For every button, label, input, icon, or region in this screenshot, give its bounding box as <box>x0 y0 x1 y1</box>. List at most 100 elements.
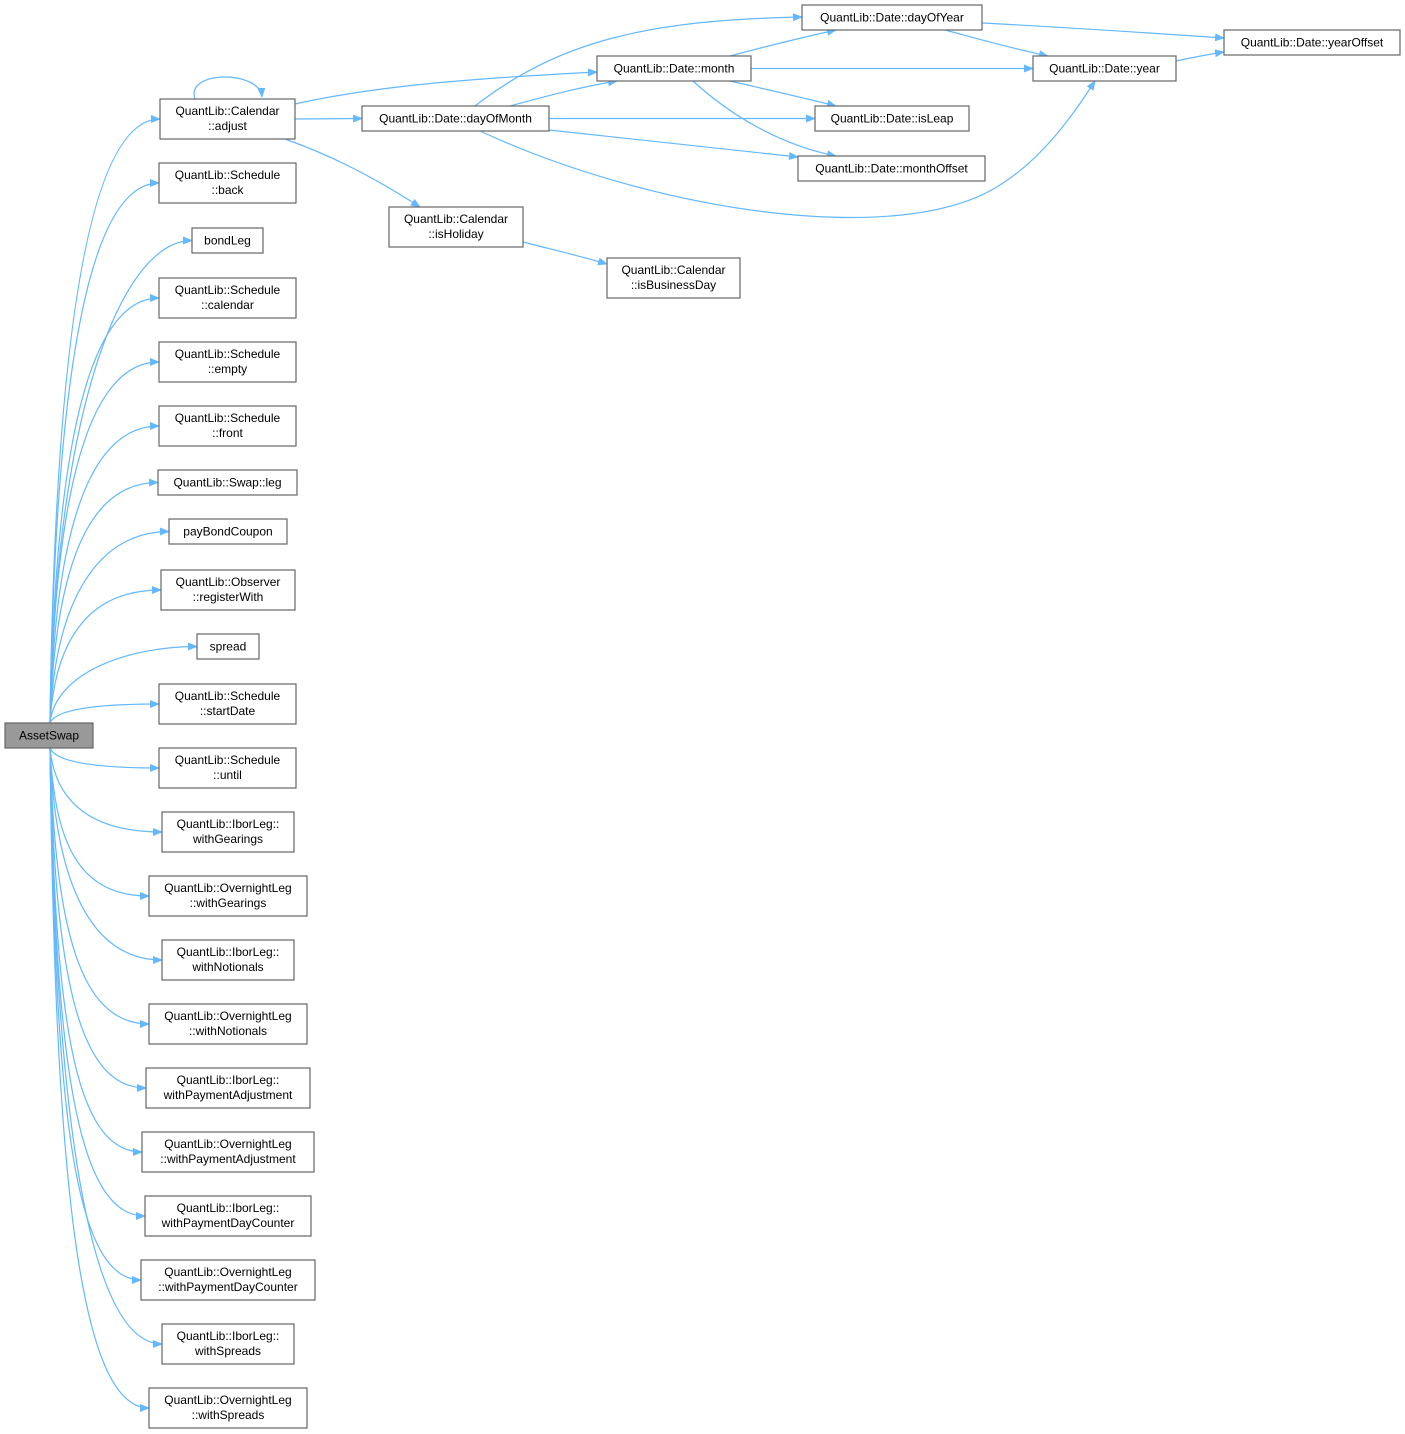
node-on-paydc[interactable]: QuantLib::OvernightLeg::withPaymentDayCo… <box>140 1259 316 1301</box>
node-box <box>158 747 297 789</box>
node-box <box>158 683 297 725</box>
node-ibor-spreads[interactable]: QuantLib::IborLeg::withSpreads <box>161 1323 295 1365</box>
node-label: QuantLib::Date::dayOfMonth <box>379 112 532 126</box>
call-edge-assetswap-to-on-paydc <box>49 747 142 1284</box>
node-box <box>161 1323 295 1365</box>
node-calendar[interactable]: QuantLib::Schedule::calendar <box>158 277 297 319</box>
node-adjust[interactable]: QuantLib::Calendar::adjust <box>159 98 296 140</box>
node-paybondcoupon[interactable]: payBondCoupon <box>168 518 288 545</box>
call-edge-adjust-to-dayofmonth <box>294 114 363 123</box>
node-back[interactable]: QuantLib::Schedule::back <box>158 162 297 204</box>
node-front[interactable]: QuantLib::Schedule::front <box>158 405 297 447</box>
node-registerwith[interactable]: QuantLib::Observer::registerWith <box>160 569 296 611</box>
node-label: QuantLib::OvernightLeg <box>164 881 291 895</box>
node-label: QuantLib::OvernightLeg <box>164 1393 291 1407</box>
node-box <box>596 55 752 82</box>
node-isbusinessday[interactable]: QuantLib::Calendar::isBusinessDay <box>606 257 741 299</box>
node-label: QuantLib::Date::year <box>1049 62 1160 76</box>
node-yearoffset[interactable]: QuantLib::Date::yearOffset <box>1223 29 1401 56</box>
node-box <box>388 206 524 248</box>
node-until[interactable]: QuantLib::Schedule::until <box>158 747 297 789</box>
call-edge-assetswap-to-until <box>49 747 160 772</box>
node-label: ::until <box>213 768 242 782</box>
node-label: QuantLib::Date::dayOfYear <box>820 11 964 25</box>
node-label: QuantLib::Schedule <box>175 168 281 182</box>
call-edge-adjust-to-isholiday <box>284 138 421 208</box>
node-box <box>158 341 297 383</box>
node-dayofmonth[interactable]: QuantLib::Date::dayOfMonth <box>361 105 550 132</box>
node-ibor-gearings[interactable]: QuantLib::IborLeg::withGearings <box>161 811 295 853</box>
call-edge-assetswap-to-adjust <box>49 115 161 724</box>
node-label: QuantLib::IborLeg:: <box>177 1329 280 1343</box>
call-edge-assetswap-to-ibor-gearings <box>49 747 163 836</box>
node-month[interactable]: QuantLib::Date::month <box>596 55 752 82</box>
node-isholiday[interactable]: QuantLib::Calendar::isHoliday <box>388 206 524 248</box>
node-monthoffset[interactable]: QuantLib::Date::monthOffset <box>797 155 986 182</box>
call-edge-assetswap-to-registerwith <box>49 586 162 724</box>
node-box <box>1032 55 1177 82</box>
node-label: withNotionals <box>191 960 263 974</box>
node-bondleg[interactable]: bondLeg <box>191 227 264 254</box>
node-label: ::front <box>212 426 243 440</box>
node-label: QuantLib::IborLeg:: <box>177 1073 280 1087</box>
node-box <box>1223 29 1401 56</box>
node-box <box>159 98 296 140</box>
node-label: ::calendar <box>201 298 254 312</box>
node-label: QuantLib::OvernightLeg <box>164 1137 291 1151</box>
node-label: ::isHoliday <box>428 227 483 241</box>
call-edge-assetswap-to-empty <box>49 358 160 724</box>
node-ibor-notionals[interactable]: QuantLib::IborLeg::withNotionals <box>161 939 295 981</box>
node-label: QuantLib::Calendar <box>621 263 725 277</box>
call-edge-assetswap-to-ibor-spreads <box>49 747 163 1348</box>
node-box <box>196 633 260 660</box>
node-dayofyear[interactable]: QuantLib::Date::dayOfYear <box>801 4 983 31</box>
call-edge-dayofmonth-to-dayofyear <box>474 13 803 107</box>
node-label: ::withGearings <box>190 896 267 910</box>
node-label: ::withSpreads <box>192 1408 265 1422</box>
node-on-notionals[interactable]: QuantLib::OvernightLeg::withNotionals <box>148 1003 308 1045</box>
node-label: QuantLib::Date::monthOffset <box>815 162 968 176</box>
node-box <box>4 722 94 749</box>
node-on-payadj[interactable]: QuantLib::OvernightLeg::withPaymentAdjus… <box>141 1131 315 1173</box>
node-leg[interactable]: QuantLib::Swap::leg <box>157 469 298 496</box>
node-box <box>148 875 308 917</box>
node-box <box>157 469 298 496</box>
node-label: QuantLib::Schedule <box>175 753 281 767</box>
node-on-gearings[interactable]: QuantLib::OvernightLeg::withGearings <box>148 875 308 917</box>
node-label: QuantLib::IborLeg:: <box>177 945 280 959</box>
call-edge-month-to-isleap <box>729 80 837 108</box>
node-assetswap[interactable]: AssetSwap <box>4 722 94 749</box>
call-edge-dayofyear-to-yearoffset <box>981 22 1225 42</box>
node-label: QuantLib::Calendar <box>175 104 279 118</box>
call-edge-dayofmonth-to-monthoffset <box>548 129 799 160</box>
node-on-spreads[interactable]: QuantLib::OvernightLeg::withSpreads <box>148 1387 308 1429</box>
node-spread[interactable]: spread <box>196 633 260 660</box>
node-isleap[interactable]: QuantLib::Date::isLeap <box>814 105 970 132</box>
node-label: ::registerWith <box>193 590 264 604</box>
call-edge-assetswap-to-on-spreads <box>49 747 150 1412</box>
node-label: withSpreads <box>194 1344 261 1358</box>
call-edge-assetswap-to-startdate <box>49 700 160 724</box>
node-label: QuantLib::IborLeg:: <box>177 1201 280 1215</box>
node-box <box>158 162 297 204</box>
node-box <box>801 4 983 31</box>
node-box <box>361 105 550 132</box>
call-edge-assetswap-to-ibor-notionals <box>49 747 163 964</box>
node-empty[interactable]: QuantLib::Schedule::empty <box>158 341 297 383</box>
node-year[interactable]: QuantLib::Date::year <box>1032 55 1177 82</box>
call-edge-assetswap-to-calendar <box>49 294 160 724</box>
node-ibor-paydc[interactable]: QuantLib::IborLeg::withPaymentDayCounter <box>144 1195 312 1237</box>
node-label: QuantLib::Schedule <box>175 411 281 425</box>
call-edge-dayofmonth-to-month <box>509 78 618 107</box>
node-startdate[interactable]: QuantLib::Schedule::startDate <box>158 683 297 725</box>
node-label: QuantLib::Calendar <box>404 212 508 226</box>
node-box <box>158 277 297 319</box>
node-ibor-payadj[interactable]: QuantLib::IborLeg::withPaymentAdjustment <box>145 1067 311 1109</box>
node-label: QuantLib::Date::yearOffset <box>1241 36 1384 50</box>
call-edge-assetswap-to-leg <box>49 478 159 724</box>
node-box <box>144 1195 312 1237</box>
node-box <box>797 155 986 182</box>
call-edge-adjust-to-month <box>294 68 598 105</box>
node-label: ::empty <box>208 362 247 376</box>
